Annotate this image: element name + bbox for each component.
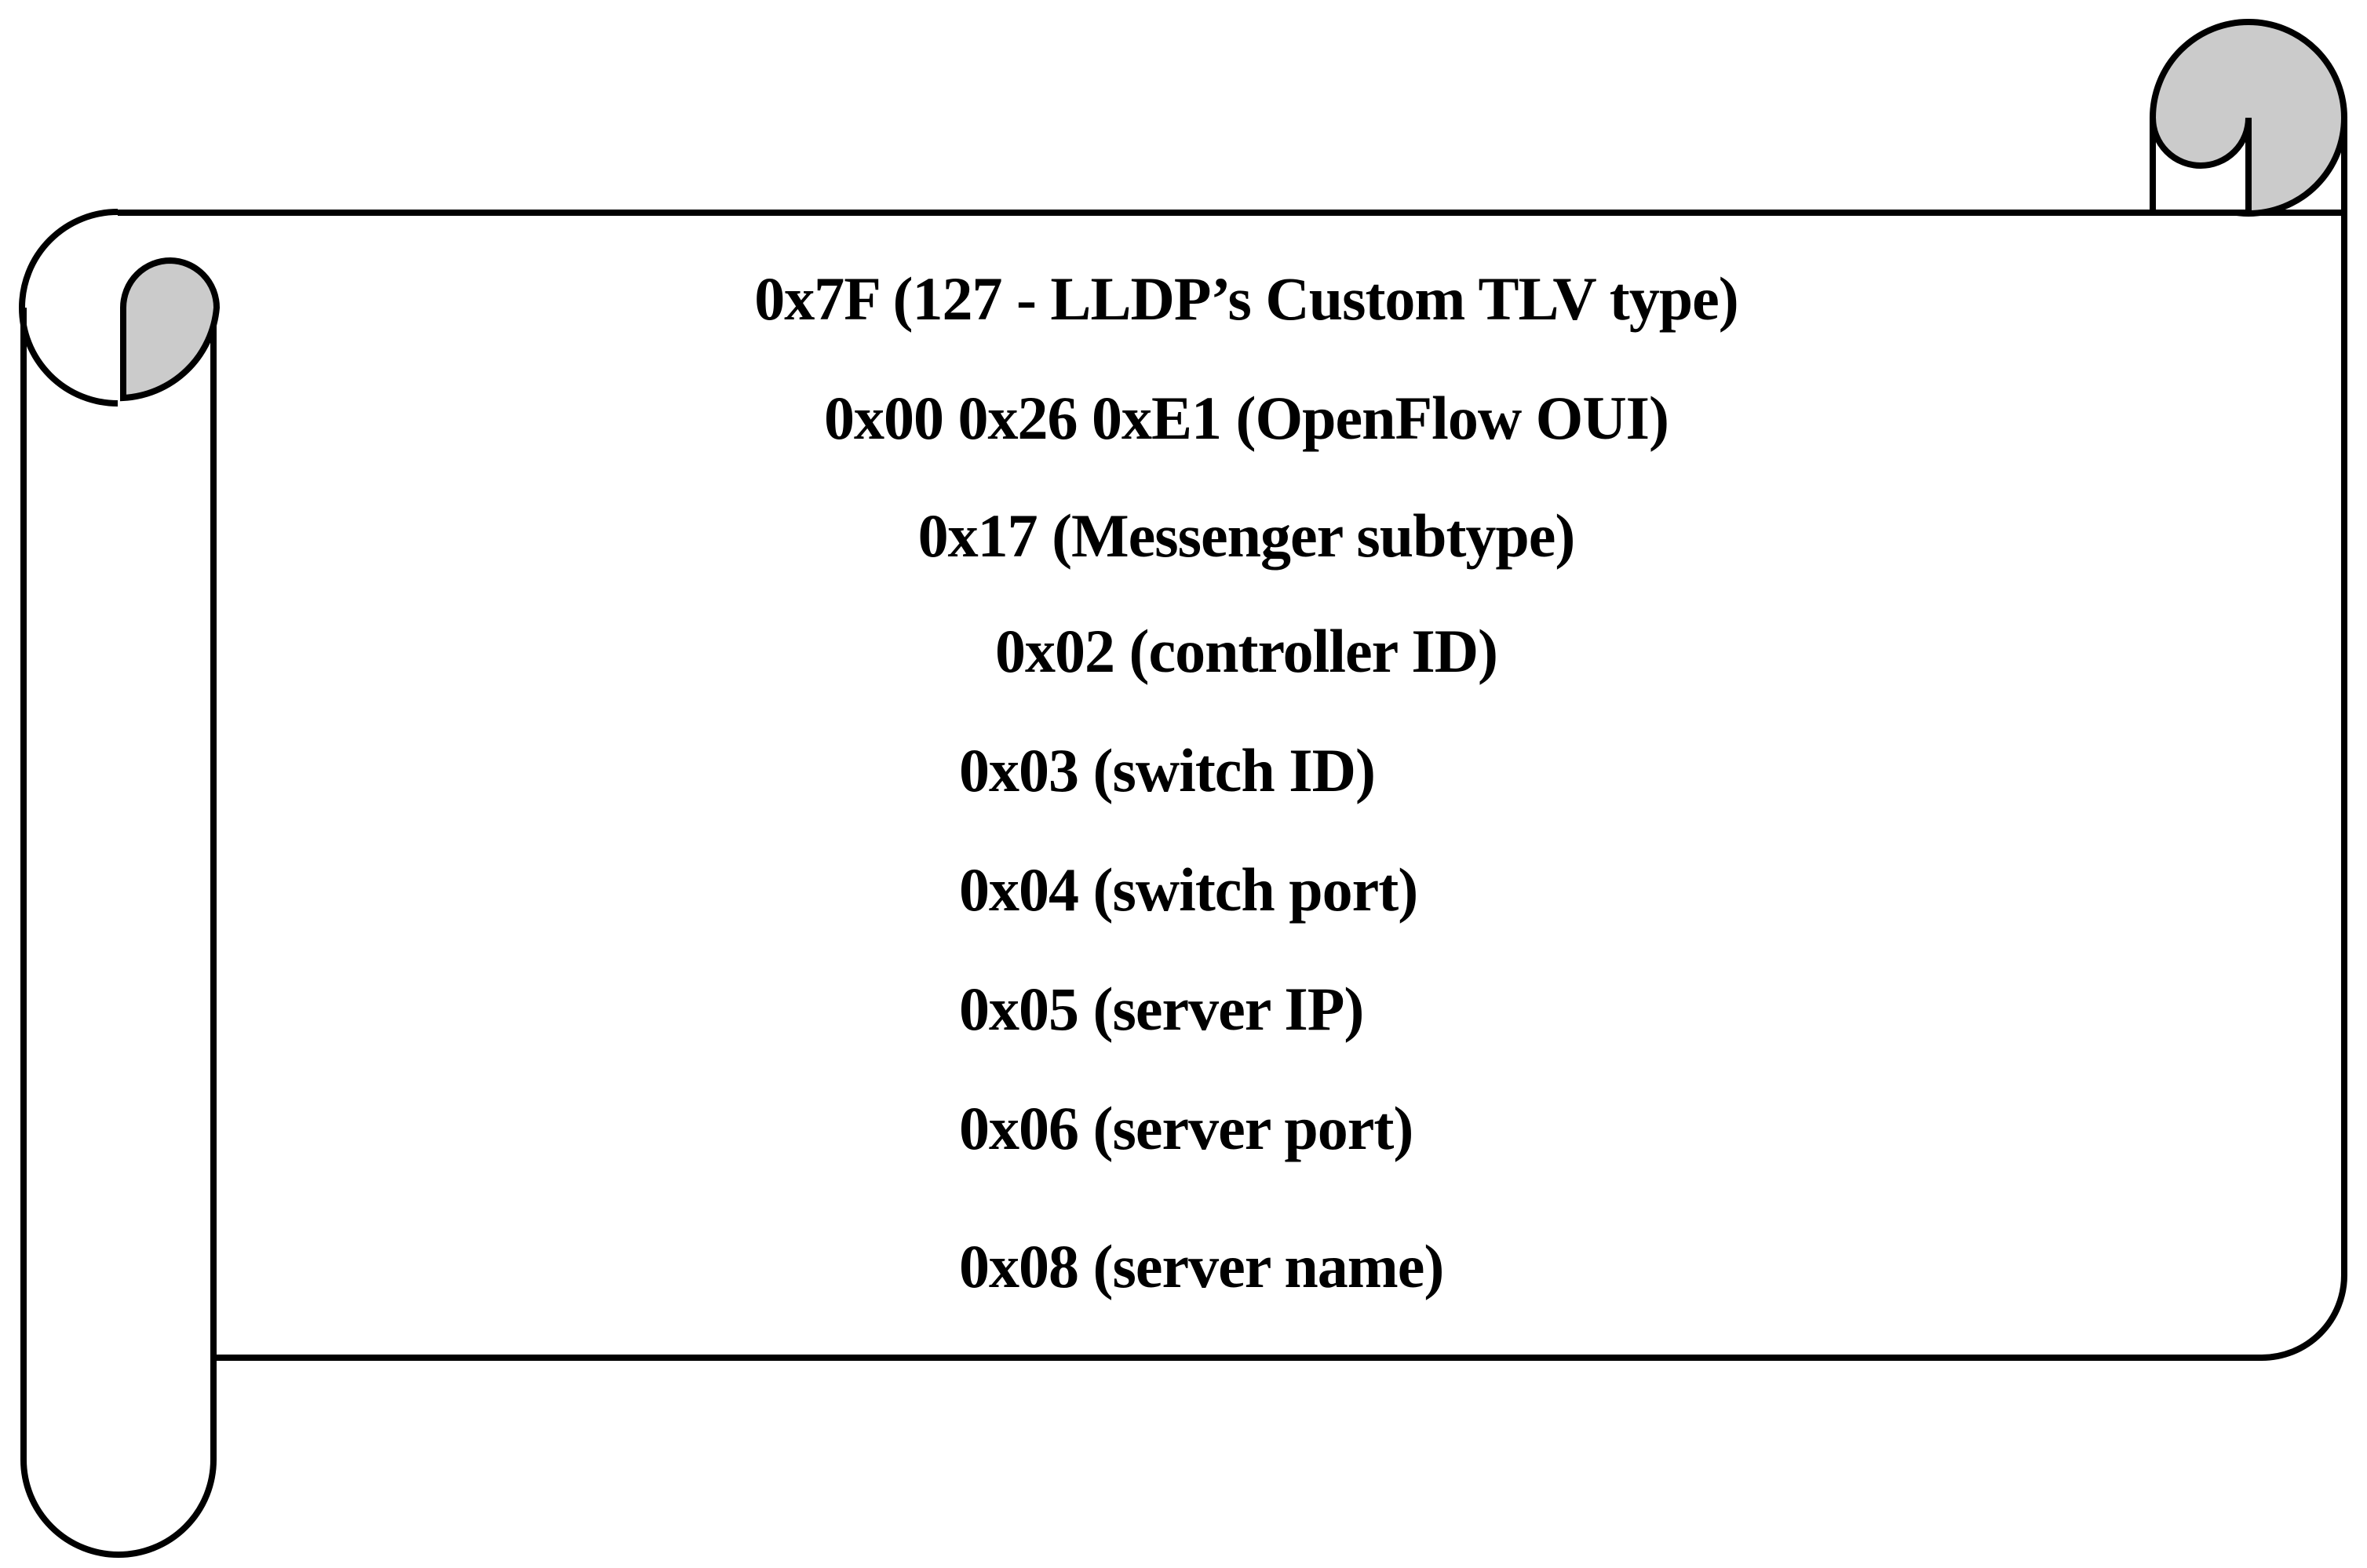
- scroll-body-outline: [213, 119, 2347, 1361]
- left-roll-arc: [19, 209, 119, 407]
- left-roll-tube: [20, 308, 217, 1558]
- tlv-line-server-port: 0x06 (server port): [959, 1094, 1413, 1162]
- tlv-line-messenger-subtype: 0x17 (Messenger subtype): [917, 501, 1576, 570]
- tlv-line-switch-port: 0x04 (switch port): [959, 855, 1418, 924]
- right-roll-notch: [2150, 117, 2252, 216]
- tlv-line-switch-id: 0x03 (switch ID): [959, 736, 1376, 804]
- tlv-line-controller-id: 0x02 (controller ID): [995, 617, 1498, 685]
- tlv-line-openflow-oui: 0x00 0x26 0xE1 (OpenFlow OUI): [823, 384, 1669, 452]
- tlv-line-server-ip: 0x05 (server IP): [959, 975, 1364, 1043]
- tlv-line-server-name: 0x08 (server name): [959, 1232, 1444, 1300]
- left-roll-end: [120, 257, 221, 402]
- tlv-line-custom-tlv-type: 0x7F (127 - LLDP’s Custom TLV type): [754, 264, 1739, 333]
